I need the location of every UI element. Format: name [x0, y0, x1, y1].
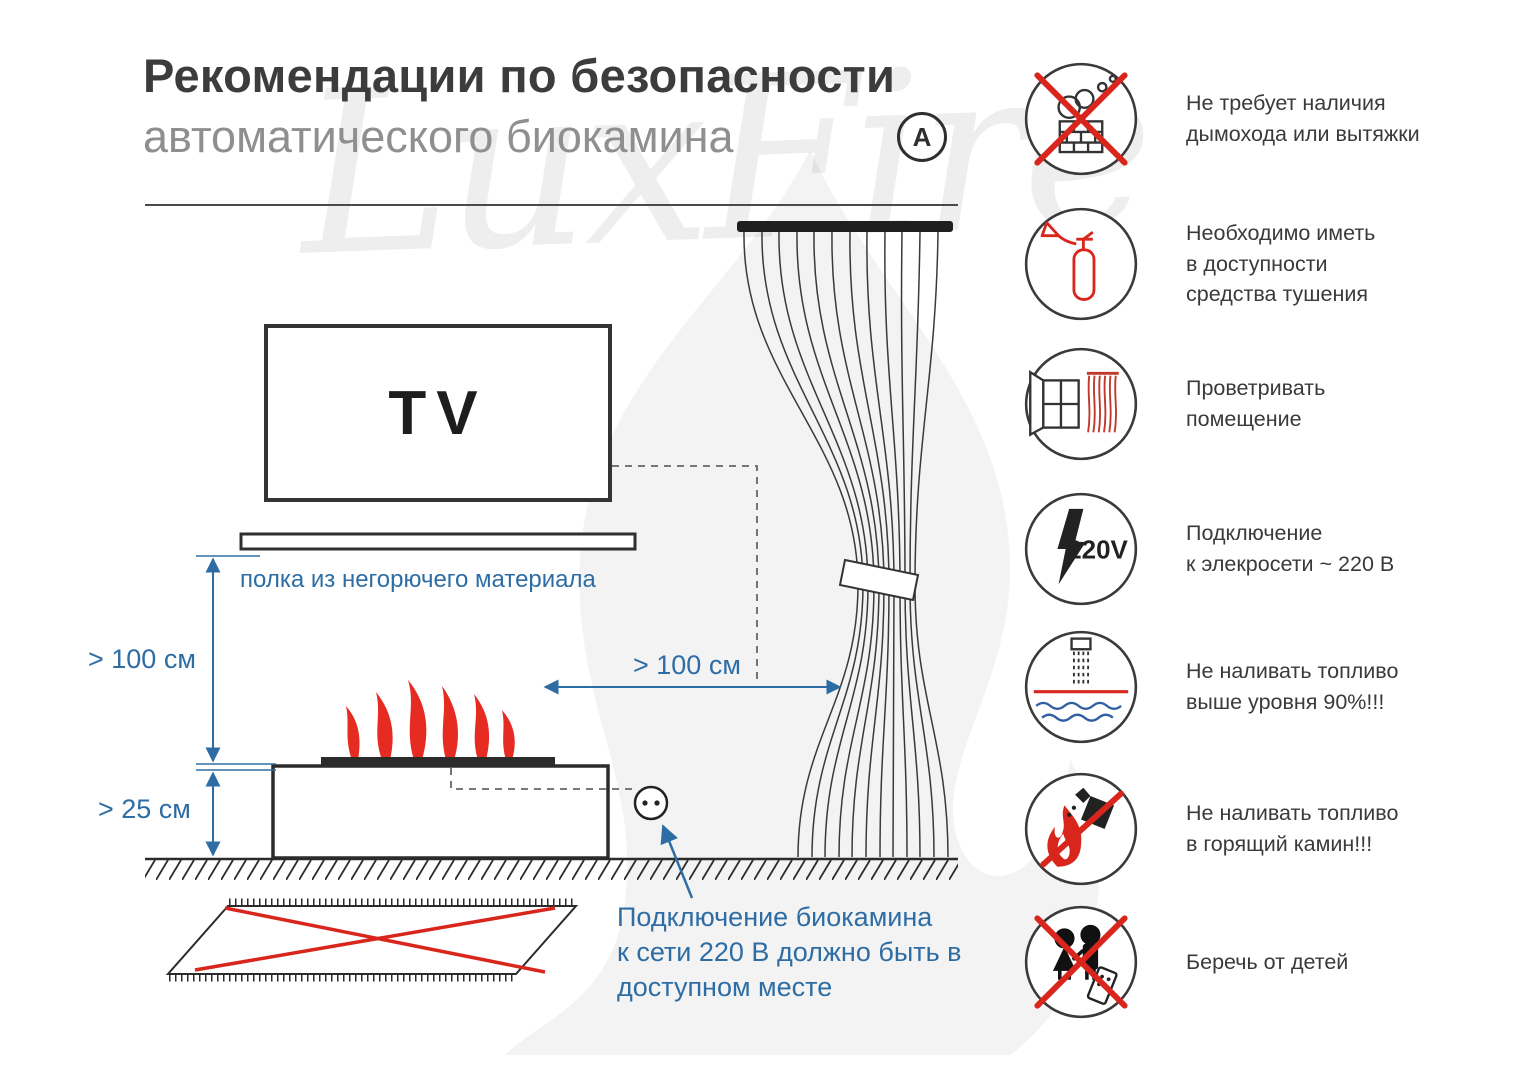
- curtain-drawing: [743, 231, 949, 858]
- a-badge-letter: A: [912, 121, 932, 152]
- fuel-level-icon: [1024, 630, 1138, 744]
- shelf-outline: [239, 532, 637, 551]
- dashed-outlet-line: [450, 768, 633, 790]
- outlet-note: Подключение биокамина к сети 220 В должн…: [617, 902, 962, 1003]
- dimension-shelf-height: [196, 555, 276, 765]
- safety-item-no-refill: Не наливать топливо в горящий камин!!!: [1022, 770, 1527, 888]
- safety-text: Не наливать топливо выше уровня 90%!!!: [1186, 659, 1399, 714]
- floor-hatching: [145, 860, 958, 880]
- safety-item-ventilate: Проветривать помещение: [1022, 345, 1527, 463]
- tv-outline: [264, 324, 612, 502]
- safety-text: Подключение к элекросети ~ 220 В: [1186, 521, 1395, 576]
- burner-bar: [321, 757, 555, 766]
- page-title: Рекомендации по безопасности: [143, 49, 896, 102]
- tv-label: TV: [388, 378, 488, 448]
- fireplace-base: [271, 764, 610, 860]
- dim-shelf-label: > 100 см: [88, 644, 196, 674]
- no-refill-burning-icon: [1024, 772, 1138, 886]
- dim-base-label: > 25 см: [98, 794, 191, 824]
- no-carpet-drawing: [165, 898, 579, 982]
- safety-text: Необходимо иметь в доступности средства …: [1186, 221, 1376, 307]
- power-220v-icon: 220V: [1024, 492, 1138, 606]
- extinguisher-icon: [1024, 207, 1138, 321]
- dim-curtain-label: > 100 см: [633, 650, 741, 680]
- safety-item-extinguisher: Необходимо иметь в доступности средства …: [1022, 205, 1527, 323]
- a-badge: A: [897, 112, 947, 162]
- safety-text: Проветривать помещение: [1186, 376, 1326, 431]
- safety-text: Не требует наличия дымохода или вытяжки: [1186, 91, 1420, 146]
- safety-item-power: 220V Подключение к элекросети ~ 220 В: [1022, 490, 1527, 608]
- outlet-pointer-arrow: [660, 824, 694, 899]
- safety-text: Беречь от детей: [1186, 949, 1349, 974]
- keep-from-children-icon: [1024, 905, 1138, 1019]
- page-subtitle: автоматического биокамина: [143, 111, 734, 162]
- safety-text: Не наливать топливо в горящий камин!!!: [1186, 801, 1399, 856]
- curtain-rod: [737, 221, 953, 232]
- safety-panel: Не требует наличия дымохода или вытяжки …: [1022, 0, 1527, 1080]
- dimension-base-height: [196, 769, 276, 857]
- ventilate-icon: [1024, 347, 1138, 461]
- power-icon-label: 220V: [1067, 534, 1128, 564]
- safety-item-fuel-level: Не наливать топливо выше уровня 90%!!!: [1022, 628, 1527, 746]
- safety-item-children: Беречь от детей: [1022, 903, 1527, 1021]
- safety-item-no-chimney: Не требует наличия дымохода или вытяжки: [1022, 60, 1527, 178]
- no-chimney-icon: [1024, 62, 1138, 176]
- scene-diagram: [145, 204, 958, 982]
- power-outlet-icon: [633, 785, 669, 821]
- dashed-reference-line: [612, 465, 758, 683]
- curtain-tie: [838, 558, 920, 602]
- fire-flames: [346, 680, 515, 760]
- shelf-caption: полка из негорючего материала: [240, 566, 596, 593]
- title-block: Рекомендации по безопасности автоматичес…: [143, 48, 895, 163]
